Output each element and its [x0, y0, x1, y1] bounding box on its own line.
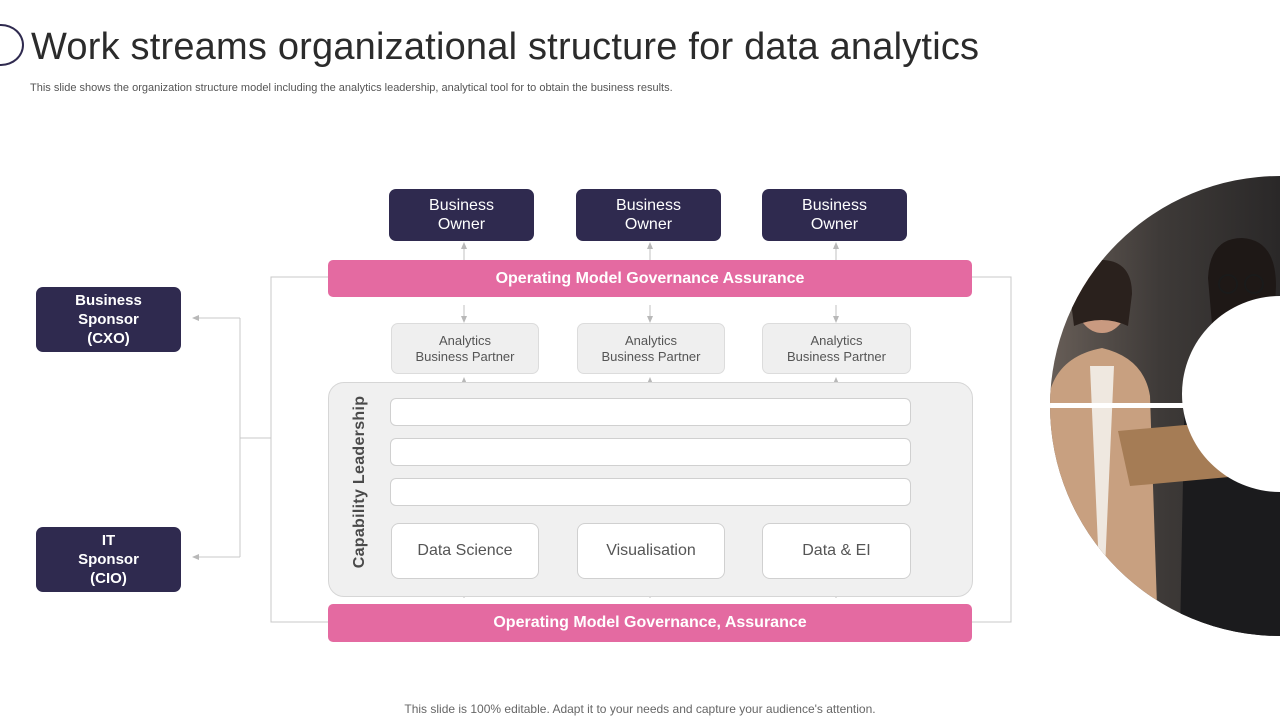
analytics-partner-box: Analytics Business Partner [577, 323, 725, 374]
outer-frame-line [270, 276, 1012, 623]
business-sponsor-box: Business Sponsor (CXO) [36, 287, 181, 352]
business-owner-box: Business Owner [389, 189, 534, 241]
business-owner-box: Business Owner [762, 189, 907, 241]
business-owner-label: Business Owner [616, 197, 681, 233]
analytics-partner-label: Analytics Business Partner [415, 332, 515, 364]
business-sponsor-label: Business Sponsor (CXO) [75, 292, 142, 347]
capability-row [390, 478, 911, 506]
business-owner-box: Business Owner [576, 189, 721, 241]
analytics-partner-box: Analytics Business Partner [762, 323, 911, 374]
stream-data-ei: Data & EI [762, 523, 911, 579]
analytics-partner-label: Analytics Business Partner [601, 332, 701, 364]
page-subtitle: This slide shows the organization struct… [30, 82, 673, 94]
capability-row [390, 398, 911, 426]
capability-leadership-label: Capability Leadership [351, 395, 368, 569]
sponsor-bracket-line [239, 318, 271, 557]
it-sponsor-label: IT Sponsor (CIO) [78, 532, 139, 587]
it-sponsor-box: IT Sponsor (CIO) [36, 527, 181, 592]
page-title: Work streams organizational structure fo… [31, 26, 980, 68]
stream-data-science: Data Science [391, 523, 539, 579]
team-photo [1040, 176, 1280, 636]
governance-top-bar: Operating Model Governance Assurance [328, 260, 972, 297]
capability-row [390, 438, 911, 466]
governance-bottom-bar: Operating Model Governance, Assurance [328, 604, 972, 642]
footer-note: This slide is 100% editable. Adapt it to… [404, 702, 876, 716]
analytics-partner-label: Analytics Business Partner [787, 332, 886, 364]
business-owner-label: Business Owner [802, 197, 867, 233]
stream-visualisation: Visualisation [577, 523, 725, 579]
analytics-partner-box: Analytics Business Partner [391, 323, 539, 374]
business-owner-label: Business Owner [429, 197, 494, 233]
